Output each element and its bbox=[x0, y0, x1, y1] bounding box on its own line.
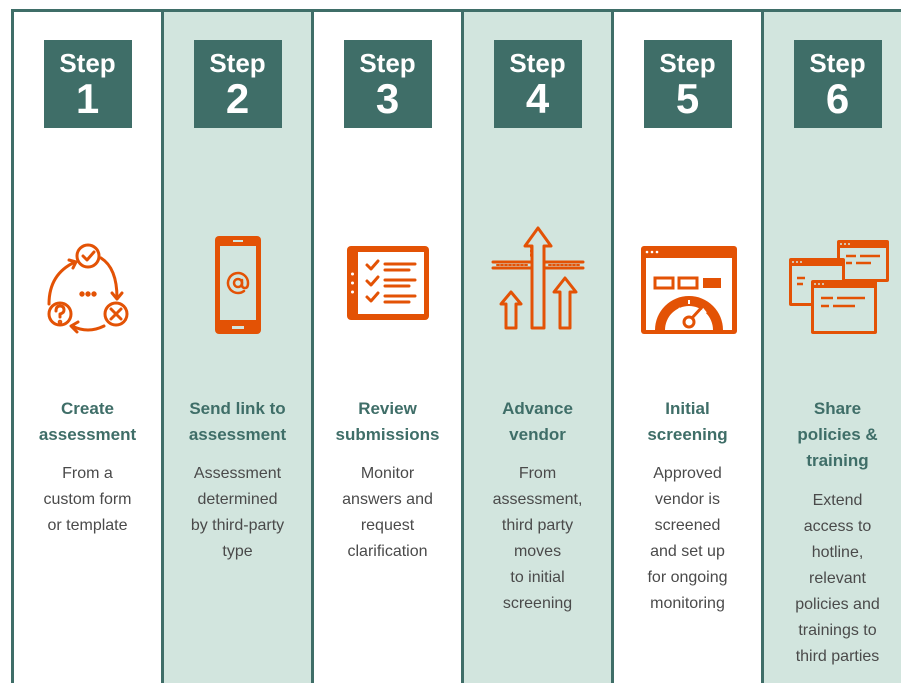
desc-line: Approved bbox=[653, 465, 722, 482]
desc-line: third parties bbox=[795, 648, 880, 665]
desc-line: monitoring bbox=[650, 595, 725, 612]
title-line: Send link to bbox=[189, 399, 286, 418]
title-line: assessment bbox=[188, 425, 287, 444]
step-1-badge: Step 1 bbox=[43, 40, 132, 128]
desc-line: moves bbox=[513, 543, 562, 560]
tablet-at-sign-icon bbox=[183, 222, 293, 342]
desc-line: From bbox=[518, 465, 557, 482]
checklist-tablet-icon bbox=[333, 222, 443, 342]
step-5-title: Initial screening bbox=[618, 396, 757, 448]
step-4-column: Step 4 Advance vendor bbox=[461, 12, 611, 683]
step-4-title: Advance vendor bbox=[468, 396, 607, 448]
step-1-description: From a custom form or template bbox=[24, 461, 151, 539]
step-number: 1 bbox=[75, 75, 100, 122]
desc-line: third party bbox=[501, 517, 574, 534]
desc-line: vendor is bbox=[655, 491, 720, 508]
step-number: 6 bbox=[825, 75, 850, 122]
desc-line: screening bbox=[502, 595, 573, 612]
desc-line: clarification bbox=[347, 543, 428, 560]
title-line: assessment bbox=[38, 425, 137, 444]
title-line: Advance bbox=[502, 399, 573, 418]
upward-arrows-icon bbox=[483, 222, 593, 342]
title-line: Share bbox=[813, 399, 862, 418]
desc-line: relevant bbox=[809, 570, 866, 587]
title-line: policies & bbox=[797, 425, 878, 444]
step-2-description: Assessment determined by third-party typ… bbox=[174, 461, 301, 565]
step-2-column: Step 2 Send link to assessment Assessmen… bbox=[161, 12, 311, 683]
step-2-badge: Step 2 bbox=[193, 40, 282, 128]
title-line: Initial bbox=[665, 399, 710, 418]
step-4-description: From assessment, third party moves to in… bbox=[474, 461, 601, 617]
desc-line: trainings to bbox=[798, 622, 877, 639]
desc-line: type bbox=[222, 543, 253, 560]
step-2-title: Send link to assessment bbox=[168, 396, 307, 448]
desc-line: access to bbox=[803, 518, 872, 535]
step-number: 3 bbox=[375, 75, 400, 122]
step-3-title: Review submissions bbox=[318, 396, 457, 448]
step-word: Step bbox=[509, 48, 566, 78]
title-line: training bbox=[806, 451, 869, 470]
steps-row: Step 1 bbox=[11, 9, 901, 683]
step-5-description: Approved vendor is screened and set up f… bbox=[624, 461, 751, 617]
step-5-column: Step 5 bbox=[611, 12, 761, 683]
desc-line: or template bbox=[47, 517, 128, 534]
step-1-column: Step 1 bbox=[11, 12, 161, 683]
step-5-badge: Step 5 bbox=[643, 40, 732, 128]
desc-line: to initial bbox=[510, 569, 565, 586]
title-line: Create bbox=[61, 399, 114, 418]
step-3-description: Monitor answers and request clarificatio… bbox=[324, 461, 451, 565]
desc-line: screened bbox=[654, 517, 721, 534]
title-line: vendor bbox=[509, 425, 566, 444]
step-3-column: Step 3 bbox=[311, 12, 461, 683]
desc-line: determined bbox=[197, 491, 278, 508]
desc-line: request bbox=[360, 517, 415, 534]
desc-line: policies and bbox=[795, 596, 880, 613]
step-word: Step bbox=[59, 48, 116, 78]
step-word: Step bbox=[659, 48, 716, 78]
desc-line: for ongoing bbox=[647, 569, 728, 586]
step-6-description: Extend access to hotline, relevant polic… bbox=[774, 488, 901, 670]
step-number: 2 bbox=[225, 75, 250, 122]
desc-line: assessment, bbox=[492, 491, 583, 508]
step-6-title: Share policies & training bbox=[768, 396, 901, 474]
title-line: screening bbox=[647, 425, 728, 444]
step-6-column: Step 6 bbox=[761, 12, 901, 683]
step-3-badge: Step 3 bbox=[343, 40, 432, 128]
desc-line: answers and bbox=[342, 491, 433, 508]
desc-line: custom form bbox=[43, 491, 132, 508]
step-number: 5 bbox=[675, 75, 700, 122]
title-line: submissions bbox=[335, 425, 440, 444]
step-4-badge: Step 4 bbox=[493, 40, 582, 128]
desc-line: and set up bbox=[650, 543, 725, 560]
step-number: 4 bbox=[525, 75, 550, 122]
cycle-checkmark-question-x-icon bbox=[33, 222, 143, 342]
desc-line: hotline, bbox=[811, 544, 864, 561]
browser-gauge-icon bbox=[633, 222, 743, 342]
stacked-windows-icon bbox=[783, 222, 893, 342]
desc-line: Assessment bbox=[193, 465, 282, 482]
step-1-title: Create assessment bbox=[18, 396, 157, 448]
title-line: Review bbox=[358, 399, 417, 418]
step-word: Step bbox=[809, 48, 866, 78]
step-word: Step bbox=[209, 48, 266, 78]
desc-line: From a bbox=[62, 465, 113, 482]
step-word: Step bbox=[359, 48, 416, 78]
desc-line: by third-party bbox=[190, 517, 285, 534]
step-6-badge: Step 6 bbox=[793, 40, 882, 128]
desc-line: Monitor bbox=[360, 465, 415, 482]
desc-line: Extend bbox=[812, 492, 863, 509]
